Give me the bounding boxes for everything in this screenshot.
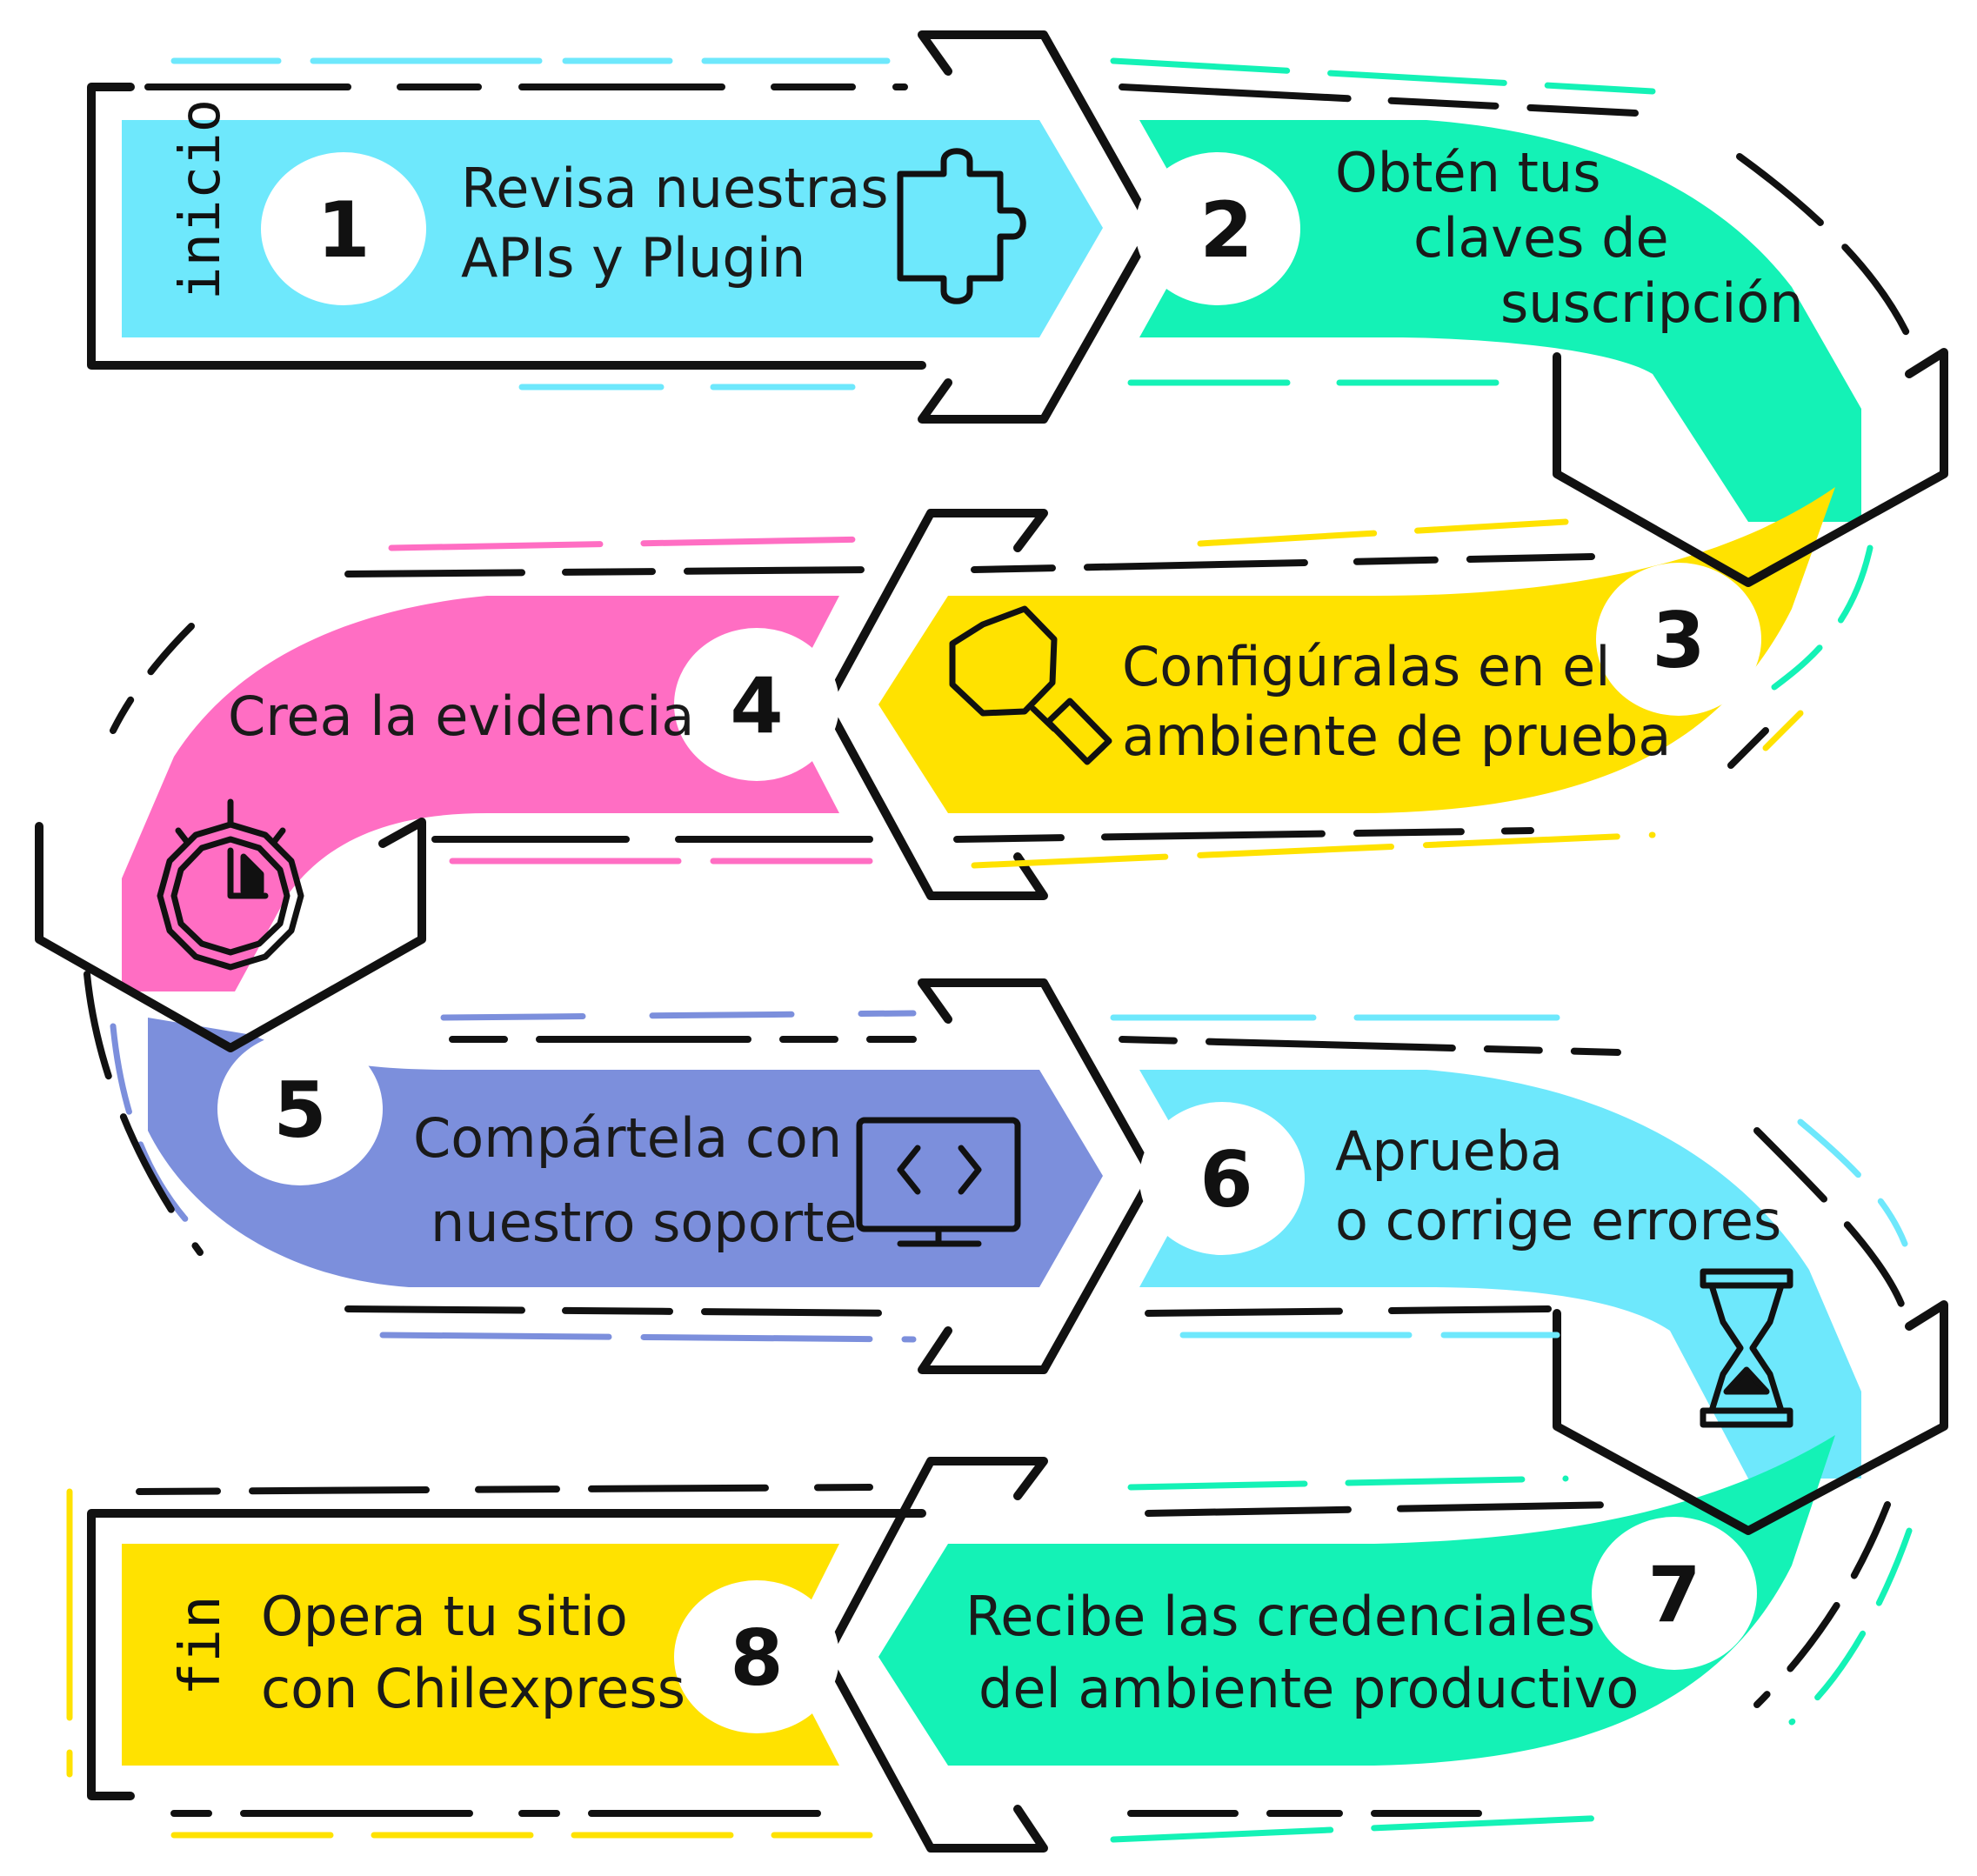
band-step-4 <box>122 596 839 991</box>
step-number-circle-1: 1 <box>261 152 426 305</box>
end-label: fin <box>169 1595 233 1696</box>
step-3-line-2: ambiente de prueba <box>1122 704 1671 768</box>
step-3-text: Configúralas en el ambiente de prueba <box>1122 635 1671 768</box>
step-8-text: Opera tu sitio con Chilexpress <box>261 1585 685 1720</box>
step-number-1: 1 <box>317 185 370 275</box>
step-1-line-1: Revisa nuestras <box>461 157 889 220</box>
step-7-line-2: del ambiente productivo <box>978 1657 1639 1720</box>
step-1-text: Revisa nuestras APIs y Plugin <box>461 157 905 290</box>
step-number-6: 6 <box>1199 1135 1252 1225</box>
start-bracket <box>87 83 926 370</box>
step-5-line-2: nuestro soporte <box>431 1191 858 1254</box>
step-number-circle-2: 2 <box>1135 152 1300 305</box>
puzzle-icon <box>897 148 1026 304</box>
step-number-3: 3 <box>1652 596 1705 685</box>
step-2-line-3: suscripción <box>1500 271 1804 335</box>
step-number-circle-8: 8 <box>674 1580 839 1733</box>
step-5-text: Compártela con nuestro soporte <box>413 1106 859 1254</box>
arrow-outline-5-6 <box>918 978 1157 1374</box>
arrow-outline-4-5 <box>35 818 426 1052</box>
step-2-text: Obtén tus claves de suscripción <box>1335 141 1804 335</box>
step-number-circle-7: 7 <box>1592 1517 1757 1670</box>
step-6-text: Aprueba o corrige errores <box>1335 1119 1781 1252</box>
step-number-8: 8 <box>730 1613 783 1703</box>
step-8-line-1: Opera tu sitio <box>261 1585 628 1648</box>
band-step-7 <box>878 1435 1835 1766</box>
arrow-outline-2-3 <box>1553 348 1948 587</box>
step-7-text: Recibe las credenciales del ambiente pro… <box>965 1585 1639 1720</box>
step-4-text: Crea la evidencia <box>228 684 694 748</box>
step-4-line-1: Crea la evidencia <box>228 684 694 748</box>
arrow-outline-1-2 <box>918 30 1157 424</box>
step-6-line-1: Aprueba <box>1335 1119 1563 1183</box>
arrow-outline-3-4 <box>822 509 1048 900</box>
sketch-dashes <box>66 57 1917 1843</box>
arrow-outline-7-8 <box>822 1457 1048 1853</box>
step-number-circle-5: 5 <box>217 1032 383 1185</box>
arrow-outline-6-7 <box>1553 1300 1948 1535</box>
band-step-5 <box>148 1018 1103 1287</box>
step-number-circle-6: 6 <box>1139 1102 1305 1255</box>
step-2-line-2: claves de <box>1413 206 1669 270</box>
code-monitor-icon <box>856 1117 1021 1247</box>
stopwatch-icon <box>157 798 304 971</box>
band-step-3 <box>878 487 1835 813</box>
step-number-circle-4: 4 <box>674 628 839 781</box>
step-number-4: 4 <box>730 661 783 751</box>
step-2-line-1: Obtén tus <box>1335 141 1601 204</box>
step-3-line-1: Configúralas en el <box>1122 635 1610 698</box>
step-number-7: 7 <box>1647 1550 1700 1639</box>
hourglass-icon <box>1700 1268 1793 1428</box>
step-1-line-2: APIs y Plugin <box>461 226 805 290</box>
step-number-circle-3: 3 <box>1596 563 1761 716</box>
end-bracket <box>87 1509 926 1800</box>
start-label: inicio <box>169 99 233 300</box>
band-step-8 <box>122 1544 839 1766</box>
step-7-line-1: Recibe las credenciales <box>965 1585 1595 1648</box>
magnifier-icon <box>949 605 1112 765</box>
step-number-2: 2 <box>1199 185 1252 275</box>
step-5-line-1: Compártela con <box>413 1106 842 1170</box>
step-6-line-2: o corrige errores <box>1335 1189 1781 1252</box>
band-step-2 <box>1139 120 1861 522</box>
step-8-line-2: con Chilexpress <box>261 1657 685 1720</box>
step-number-5: 5 <box>273 1065 326 1155</box>
band-step-6 <box>1139 1070 1861 1479</box>
